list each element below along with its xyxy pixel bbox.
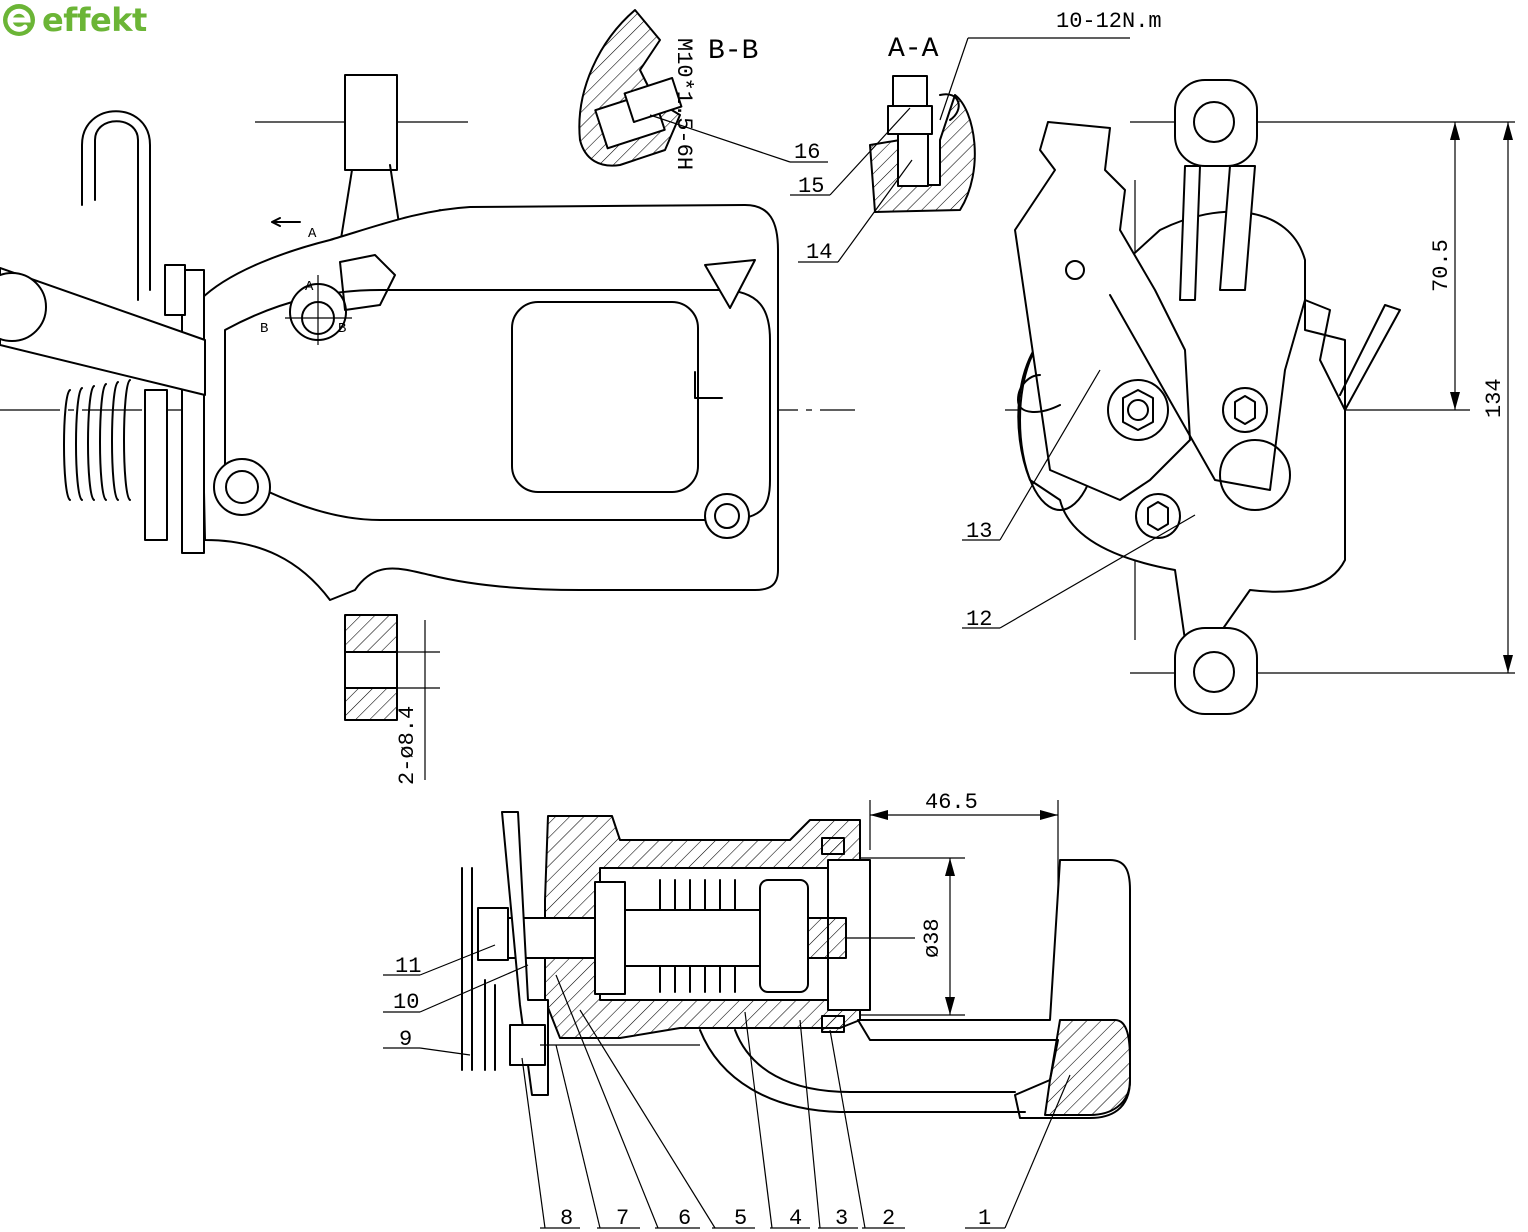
dimension-46-5: 46.5 — [925, 790, 978, 815]
brand-e-icon — [3, 4, 35, 36]
torque-annotation: 10-12N.m — [1056, 9, 1162, 34]
part-label-12: 12 — [966, 607, 992, 632]
part-label-5: 5 — [734, 1206, 747, 1231]
longitudinal-section: ø38 46.5 — [383, 790, 1131, 1231]
front-view: A A B B 2-ø8.4 — [0, 74, 855, 785]
part-label-15: 15 — [798, 174, 824, 199]
part-label-2: 2 — [882, 1206, 895, 1231]
part-label-9: 9 — [399, 1027, 412, 1052]
part-label-3: 3 — [835, 1206, 848, 1231]
bore-diameter: ø38 — [920, 918, 945, 958]
part-label-16: 16 — [794, 140, 820, 165]
part-label-13: 13 — [966, 519, 992, 544]
section-mark-b-2: B — [338, 321, 346, 337]
section-b-b: B-B M10*1.5-6H 16 — [578, 9, 828, 170]
part-label-7: 7 — [616, 1206, 629, 1231]
side-view: 70.5 134 13 12 — [962, 79, 1515, 715]
dimension-134: 134 — [1482, 378, 1507, 418]
brand-logo: effekt — [0, 0, 147, 40]
part-label-11: 11 — [395, 954, 421, 979]
part-label-8: 8 — [560, 1206, 573, 1231]
thread-annotation: M10*1.5-6H — [671, 38, 696, 170]
section-mark-b-1: B — [260, 321, 268, 337]
section-aa-title: A-A — [888, 34, 939, 65]
part-label-6: 6 — [678, 1206, 691, 1231]
section-bb-title: B-B — [708, 36, 758, 67]
section-mark-a-1: A — [308, 226, 317, 242]
part-label-14: 14 — [806, 240, 832, 265]
part-label-4: 4 — [789, 1206, 802, 1231]
holes-annotation: 2-ø8.4 — [395, 706, 420, 785]
brand-name: effekt — [42, 1, 147, 39]
part-label-1: 1 — [978, 1206, 991, 1231]
dimension-70-5: 70.5 — [1429, 239, 1454, 292]
section-mark-a-2: A — [305, 279, 314, 295]
section-a-a: A-A 10-12N.m 15 14 — [790, 9, 1162, 265]
part-label-10: 10 — [393, 990, 419, 1015]
